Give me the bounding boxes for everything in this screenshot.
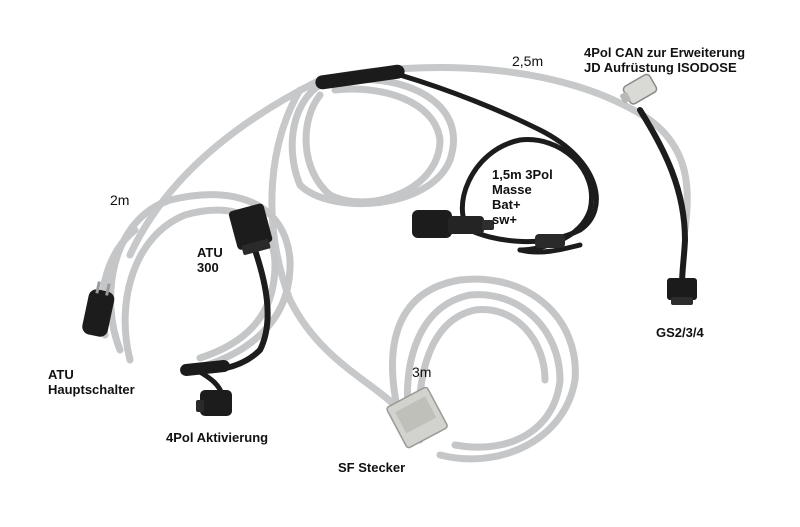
junction-sleeve-left	[180, 360, 230, 376]
hauptschalter-plug-icon	[82, 281, 115, 337]
label-3pol-line4: sw+	[492, 212, 517, 227]
label-sf-stecker: SF Stecker	[338, 460, 406, 475]
sf-stecker-connector-icon	[386, 386, 448, 449]
atu300-connector-icon	[228, 203, 273, 255]
grey-cable-coil-top	[288, 75, 457, 208]
black-cable-gs	[637, 107, 688, 288]
label-3pol-line3: Bat+	[492, 197, 521, 212]
can-connector-icon	[620, 73, 658, 105]
label-hauptschalter-line1: ATU	[48, 367, 74, 382]
label-3m: 3m	[412, 364, 432, 380]
label-atu300-line1: ATU	[197, 245, 223, 260]
label-can-line2: JD Aufrüstung ISODOSE	[584, 60, 737, 75]
label-atu300: ATU 300	[197, 245, 223, 275]
label-hauptschalter-line2: Hauptschalter	[48, 382, 135, 397]
label-can-line1: 4Pol CAN zur Erweiterung	[584, 45, 746, 60]
grey-main-trunk	[126, 64, 691, 414]
junction-sleeve-top	[315, 64, 405, 90]
gs-connector-icon	[667, 278, 697, 305]
aktivierung-connector-icon	[196, 390, 232, 416]
label-2-5m: 2,5m	[512, 53, 544, 69]
label-gs: GS2/3/4	[656, 325, 704, 340]
3pol-plug-icon	[412, 210, 565, 248]
label-3pol-line2: Masse	[492, 182, 532, 197]
grey-cable-coil-bottom	[389, 275, 579, 463]
label-3pol-line1: 1,5m 3Pol	[492, 167, 553, 182]
label-atu300-line2: 300	[197, 260, 219, 275]
label-2m: 2m	[110, 192, 130, 208]
label-3pol: 1,5m 3Pol Masse Bat+ sw+	[492, 167, 553, 227]
label-can-connector: 4Pol CAN zur Erweiterung JD Aufrüstung I…	[584, 45, 745, 75]
label-aktivierung: 4Pol Aktivierung	[166, 430, 269, 445]
label-hauptschalter: ATU Hauptschalter	[48, 367, 135, 397]
